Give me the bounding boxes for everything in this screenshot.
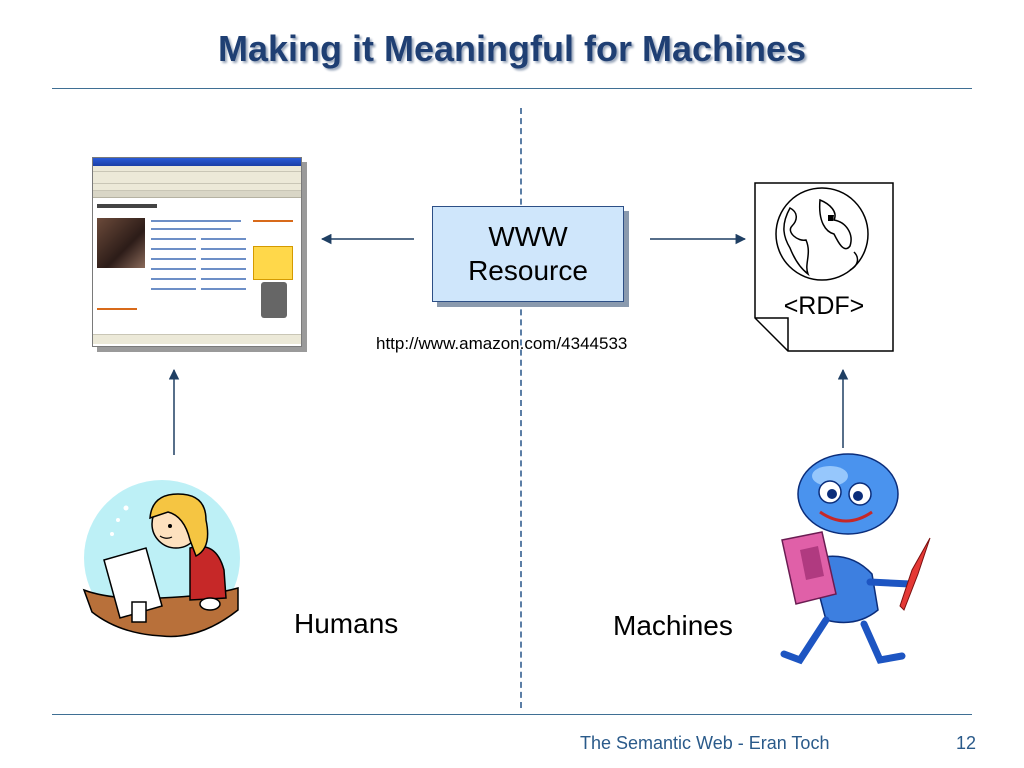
page-line <box>151 278 196 280</box>
slide-title: Making it Meaningful for Machines <box>217 28 807 69</box>
page-line <box>151 268 196 270</box>
browser-tabs <box>93 191 301 198</box>
page-line <box>151 238 196 240</box>
www-resource-box: WWW Resource <box>432 206 624 302</box>
album-cover-image <box>97 218 145 268</box>
page-line <box>97 308 137 310</box>
browser-titlebar <box>93 158 301 166</box>
footer-rule <box>52 714 972 715</box>
rdf-document: <RDF> <box>754 182 894 352</box>
page-line <box>201 268 246 270</box>
human-at-computer-clipart <box>82 480 240 638</box>
browser-statusbar <box>93 334 301 344</box>
browser-page <box>93 198 301 334</box>
page-line <box>151 228 231 230</box>
page-line <box>201 238 246 240</box>
page-line <box>151 288 196 290</box>
page-heading <box>97 204 157 208</box>
page-line <box>253 220 293 222</box>
resource-line-1: WWW <box>488 221 568 252</box>
page-line <box>151 248 196 250</box>
resource-line-2: Resource <box>468 255 588 286</box>
page-line <box>151 258 196 260</box>
robot-clipart <box>780 453 931 665</box>
humans-caption: Humans <box>294 608 399 639</box>
globe-icon <box>775 187 869 281</box>
browser-screenshot <box>92 157 302 347</box>
page-line <box>201 278 246 280</box>
page-line <box>201 258 246 260</box>
machines-caption: Machines <box>613 610 733 641</box>
center-divider <box>520 108 522 708</box>
rdf-label: <RDF> <box>783 292 865 320</box>
browser-menubar <box>93 166 301 172</box>
page-line <box>151 220 241 222</box>
page-line <box>201 288 246 290</box>
browser-addressbar <box>93 184 301 191</box>
ad-banner <box>253 246 293 280</box>
page-number: 12 <box>956 733 977 753</box>
resource-url: http://www.amazon.com/4344533 <box>376 334 628 353</box>
title-rule <box>52 88 972 89</box>
footer-text: The Semantic Web - Eran Toch <box>580 733 830 753</box>
document-icon <box>754 182 894 352</box>
page-line <box>201 248 246 250</box>
phone-image <box>261 282 287 318</box>
browser-toolbar <box>93 172 301 184</box>
